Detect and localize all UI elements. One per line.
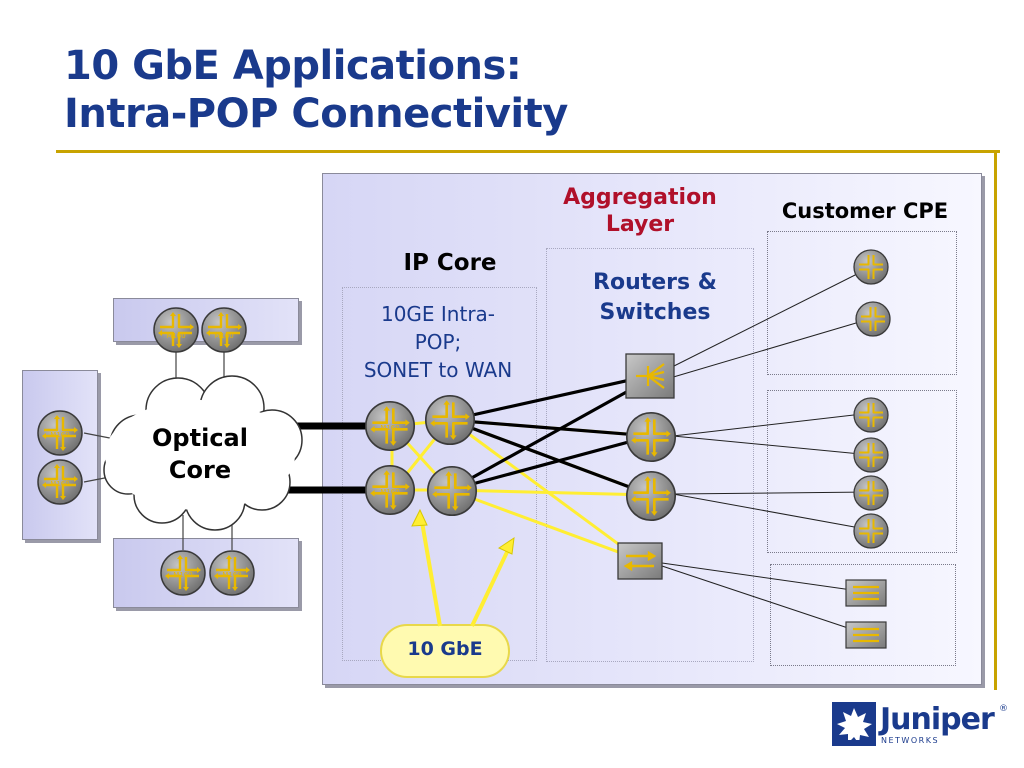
- optical-core-cloud: [103, 375, 303, 531]
- aggregation-mux: [625, 353, 675, 399]
- optical-core-label: Optical Core: [140, 422, 260, 486]
- ip-core-label: IP Core: [403, 250, 497, 276]
- bottom-router-panel: [113, 538, 299, 608]
- cpe-router-3: [853, 397, 889, 433]
- slide-title-line2: Intra-POP Connectivity: [64, 91, 568, 137]
- model-label: M160: [380, 488, 399, 496]
- juniper-logo-icon: [832, 702, 876, 746]
- model-label: M160: [214, 332, 233, 340]
- cpe-router-5: [853, 475, 889, 511]
- model-label: M160: [173, 571, 192, 579]
- aggregation-line1: Aggregation: [563, 185, 717, 210]
- model-label: M160: [50, 431, 69, 439]
- cpe-switch-2: [844, 620, 888, 650]
- tenge-line2: POP;: [414, 330, 462, 354]
- aggregation-links: [449, 374, 652, 497]
- cpe-router-4: [853, 437, 889, 473]
- cpe-links: [661, 266, 874, 635]
- gbe-arrows: [411, 508, 515, 627]
- cpe-router-2: [855, 301, 891, 337]
- cpe-switch-1: [844, 578, 888, 608]
- aggregation-line2: Layer: [605, 212, 675, 237]
- cpe-group-2: [767, 390, 957, 553]
- router-model-labels: M160 M160 M160 M160 M160 M160 M160 M160: [50, 332, 399, 579]
- aggregation-switch: [617, 542, 663, 580]
- routers-line2: Switches: [599, 300, 711, 325]
- customer-cpe-label: Customer CPE: [781, 199, 949, 223]
- model-label: M160: [50, 480, 69, 488]
- routers-line1: Routers &: [593, 270, 717, 295]
- logo-wordmark: Juniper: [880, 702, 995, 737]
- gbe-bubble: [380, 624, 510, 678]
- cpe-router-1: [853, 249, 889, 285]
- logo-registered: ®: [999, 704, 1008, 714]
- slide-title: 10 GbE Applications: Intra-POP Connectiv…: [64, 42, 568, 138]
- aggregation-router-2: [625, 470, 677, 522]
- optical-line2: Core: [168, 456, 232, 484]
- model-label: M160: [166, 332, 185, 340]
- cpe-group-1: [767, 231, 957, 375]
- side-rule: [994, 150, 997, 690]
- logo-subtitle: NETWORKS: [881, 736, 940, 745]
- router-top-1: [152, 306, 200, 354]
- tenge-label: 10GE Intra- POP; SONET to WAN: [338, 300, 538, 384]
- routers-switches-label: Routers & Switches: [560, 268, 750, 328]
- router-core-4: [426, 465, 478, 517]
- model-label: M160: [222, 571, 241, 579]
- model-label: M160: [380, 424, 399, 432]
- aggregation-layer-label: Aggregation Layer: [550, 184, 730, 238]
- optical-line1: Optical: [152, 424, 248, 452]
- tenge-line1: 10GE Intra-: [380, 302, 496, 326]
- router-core-2: [424, 394, 476, 446]
- router-top-2: [200, 306, 248, 354]
- cpe-router-6: [853, 513, 889, 549]
- gbe-label: 10 GbE: [407, 638, 483, 660]
- aggregation-router-1: [625, 411, 677, 463]
- title-rule: [56, 150, 1000, 153]
- cpe-group-3: [770, 564, 956, 666]
- slide-title-line1: 10 GbE Applications:: [64, 43, 522, 89]
- tenge-line3: SONET to WAN: [363, 358, 513, 382]
